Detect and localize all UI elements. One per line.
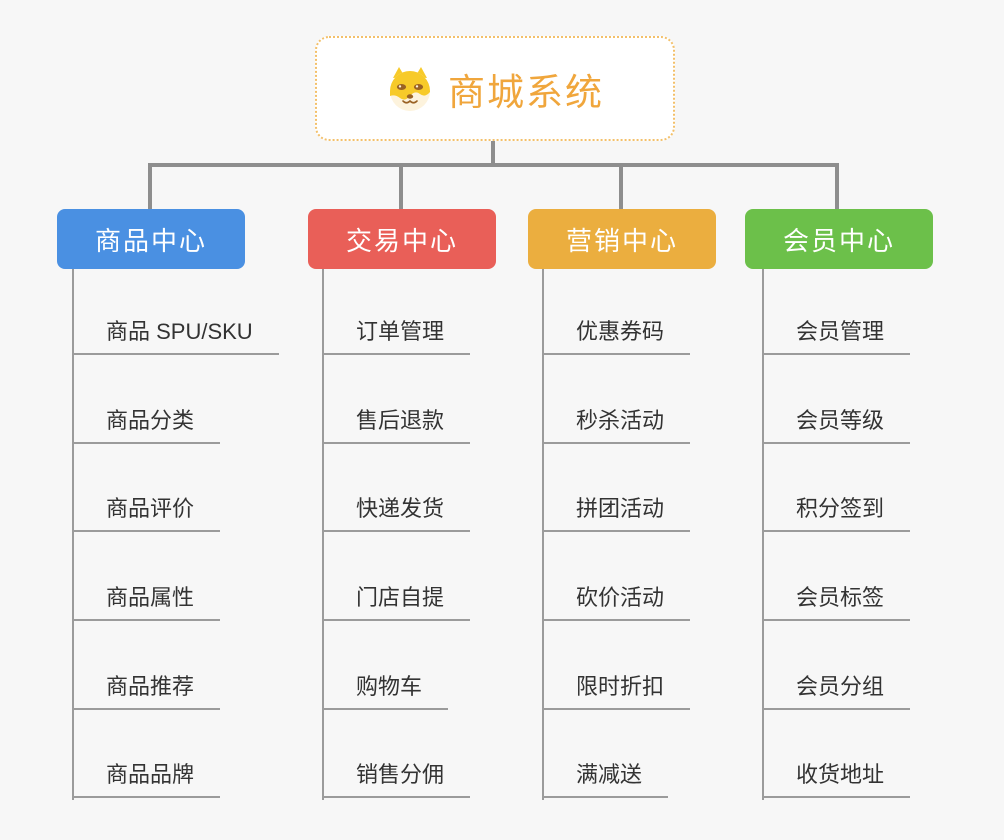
- leaf-node[interactable]: 商品 SPU/SKU: [72, 319, 279, 355]
- branch-header-marketing-center[interactable]: 营销中心: [528, 209, 716, 269]
- connector-drop-4: [835, 163, 839, 209]
- branch-header-product-center[interactable]: 商品中心: [57, 209, 245, 269]
- connector-drop-1: [148, 163, 152, 209]
- leaf-node[interactable]: 商品评价: [72, 496, 221, 532]
- leaf-node[interactable]: 门店自提: [322, 585, 471, 621]
- branch-header-member-center[interactable]: 会员中心: [745, 209, 933, 269]
- leaf-node[interactable]: 商品推荐: [72, 674, 221, 710]
- branch-header-trade-center[interactable]: 交易中心: [308, 209, 496, 269]
- branch-trunk-1: [72, 269, 74, 800]
- leaf-node[interactable]: 限时折扣: [542, 674, 691, 710]
- leaf-node[interactable]: 商品分类: [72, 408, 221, 444]
- leaf-node[interactable]: 售后退款: [322, 408, 471, 444]
- leaf-node[interactable]: 秒杀活动: [542, 408, 691, 444]
- leaf-node[interactable]: 会员管理: [762, 319, 911, 355]
- leaf-node[interactable]: 收货地址: [762, 762, 911, 798]
- leaf-node[interactable]: 快递发货: [322, 496, 471, 532]
- leaf-node[interactable]: 砍价活动: [542, 585, 691, 621]
- leaf-node[interactable]: 购物车: [322, 674, 449, 710]
- leaf-node[interactable]: 积分签到: [762, 496, 911, 532]
- leaf-node[interactable]: 会员等级: [762, 408, 911, 444]
- leaf-node[interactable]: 商品属性: [72, 585, 221, 621]
- leaf-node[interactable]: 销售分佣: [322, 762, 471, 798]
- connector-bus: [148, 163, 839, 167]
- root-title: 商城系统: [448, 71, 604, 113]
- leaf-node[interactable]: 会员分组: [762, 674, 911, 710]
- leaf-node[interactable]: 会员标签: [762, 585, 911, 621]
- branch-trunk-2: [322, 269, 324, 800]
- leaf-node[interactable]: 满减送: [542, 762, 669, 798]
- connector-drop-3: [619, 163, 623, 209]
- shiba-dog-icon: [390, 66, 430, 111]
- leaf-node[interactable]: 商品品牌: [72, 762, 221, 798]
- branch-trunk-4: [762, 269, 764, 800]
- leaf-node[interactable]: 订单管理: [322, 319, 471, 355]
- connector-root-stub: [491, 139, 495, 165]
- leaf-node[interactable]: 优惠券码: [542, 319, 691, 355]
- root-node[interactable]: 商城系统: [315, 36, 675, 141]
- connector-drop-2: [399, 163, 403, 209]
- leaf-node[interactable]: 拼团活动: [542, 496, 691, 532]
- branch-trunk-3: [542, 269, 544, 800]
